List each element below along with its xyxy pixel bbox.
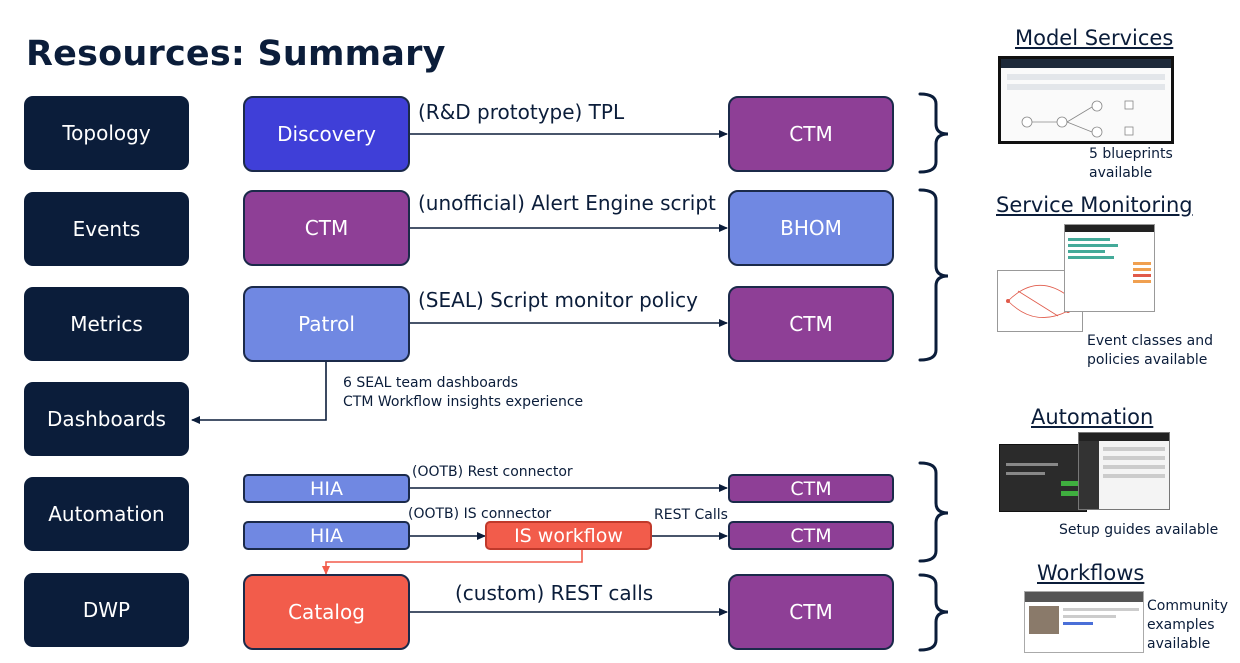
brace-automation: [918, 461, 949, 563]
service-monitoring-caption: Event classes and policies available: [1087, 332, 1213, 370]
node-hia-1: HIA: [243, 474, 410, 503]
dashboards-note-line1: 6 SEAL team dashboards: [343, 375, 519, 391]
brace-dwp: [918, 573, 949, 652]
automation-title[interactable]: Automation: [1031, 405, 1154, 429]
arrow-dashboards: [191, 361, 327, 424]
node-ctm-topology: CTM: [728, 96, 894, 172]
service-monitoring-caption-line1: Event classes and: [1087, 333, 1214, 349]
workflows-caption: Community examples available: [1147, 597, 1228, 654]
service-monitoring-caption-line2: policies available: [1087, 352, 1208, 368]
workflows-caption-line1: Community: [1147, 598, 1229, 614]
node-discovery: Discovery: [243, 96, 410, 172]
category-events: Events: [24, 192, 189, 266]
label-seal: (SEAL) Script monitor policy: [418, 288, 698, 312]
label-rest-calls: REST Calls: [654, 507, 728, 523]
automation-light-screenshot: [1078, 432, 1170, 510]
brace-events-metrics: [918, 188, 949, 362]
category-topology: Topology: [24, 96, 189, 170]
category-automation: Automation: [24, 477, 189, 551]
node-bhom: BHOM: [728, 190, 894, 266]
node-ctm-events: CTM: [243, 190, 410, 266]
service-monitoring-table-screenshot: [1064, 224, 1155, 312]
node-hia-2: HIA: [243, 521, 410, 550]
node-patrol: Patrol: [243, 286, 410, 362]
category-dashboards: Dashboards: [24, 382, 189, 456]
label-alert-engine: (unofficial) Alert Engine script: [418, 191, 716, 215]
node-ctm-dwp: CTM: [728, 574, 894, 650]
node-is-workflow: IS workflow: [485, 521, 652, 550]
label-is-connector: (OOTB) IS connector: [408, 506, 552, 522]
workflows-caption-line3: available: [1147, 636, 1211, 652]
category-dwp: DWP: [24, 573, 189, 647]
workflows-screenshot: [1024, 591, 1144, 653]
node-ctm-automation1: CTM: [728, 474, 894, 503]
node-ctm-automation2: CTM: [728, 521, 894, 550]
node-ctm-metrics: CTM: [728, 286, 894, 362]
label-rest-connector: (OOTB) Rest connector: [412, 464, 573, 480]
page-title: Resources: Summary: [26, 34, 446, 74]
dashboards-note-line2: CTM Workflow insights experience: [343, 394, 584, 410]
dashboards-note: 6 SEAL team dashboards CTM Workflow insi…: [343, 374, 583, 412]
workflows-title[interactable]: Workflows: [1037, 561, 1145, 585]
model-services-caption: 5 blueprints available: [1089, 146, 1173, 181]
arrow-isworkflow-to-catalog: [322, 549, 583, 575]
label-custom-rest: (custom) REST calls: [455, 581, 654, 605]
model-services-screenshot: [998, 56, 1174, 144]
workflows-caption-line2: examples: [1147, 617, 1215, 633]
automation-dark-screenshot: [999, 444, 1087, 512]
category-metrics: Metrics: [24, 287, 189, 361]
node-catalog: Catalog: [243, 574, 410, 650]
model-services-title[interactable]: Model Services: [1015, 26, 1174, 50]
label-tpl: (R&D prototype) TPL: [418, 100, 625, 124]
automation-caption: Setup guides available: [1059, 522, 1219, 538]
service-monitoring-title[interactable]: Service Monitoring: [996, 193, 1193, 217]
brace-topology: [918, 92, 949, 174]
